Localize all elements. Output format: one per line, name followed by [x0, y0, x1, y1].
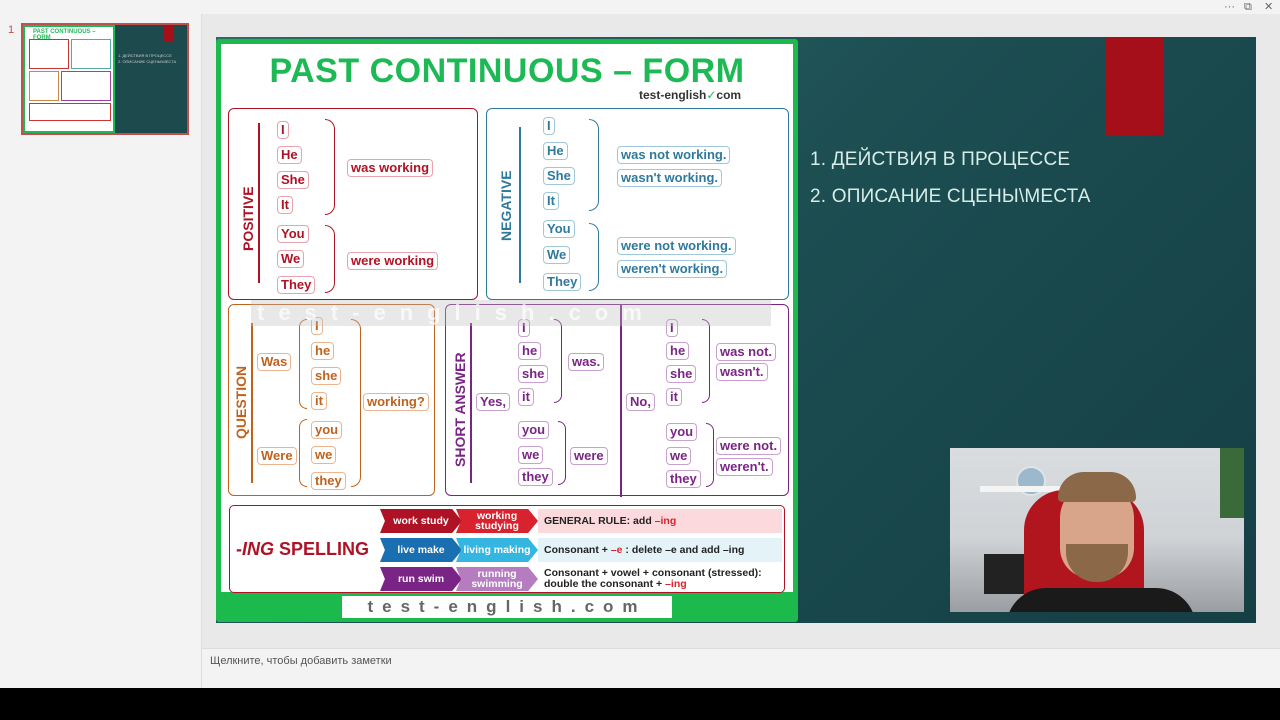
negative-panel: NEGATIVE I He She It was not working. wa…	[486, 108, 789, 300]
pronoun: They	[277, 276, 316, 294]
notes-placeholder[interactable]: Щелкните, чтобы добавить заметки	[210, 655, 392, 667]
spelling-rule: Consonant + –e : delete –e and add –ing	[538, 538, 782, 562]
pronoun: I	[518, 319, 530, 337]
poster-bottom-logo: test-english.com	[342, 596, 672, 618]
verb-form: was working	[347, 159, 434, 177]
short-yes: Yes,	[476, 393, 511, 411]
pronoun: We	[277, 250, 305, 268]
auxiliary: Was	[257, 353, 292, 371]
ing-spelling-title: -ING SPELLING	[236, 539, 370, 559]
question-panel: QUESTION Was I he she it Were you we the…	[228, 304, 435, 496]
grammar-poster-image[interactable]: PAST CONTINUOUS – FORM test-english✓com …	[216, 39, 798, 622]
verb-form: wasn't working.	[617, 169, 722, 187]
base-verbs: live make	[380, 538, 462, 562]
pronoun: She	[277, 171, 309, 189]
pronoun: he	[666, 342, 690, 360]
pronoun: They	[543, 273, 582, 291]
pronoun: they	[666, 470, 701, 488]
poster-title: PAST CONTINUOUS – FORM	[269, 52, 745, 90]
pronoun: he	[311, 342, 335, 360]
slide-thumbnail-1[interactable]: PAST CONTINUOUS – FORM 1. ДЕЙСТВИЯ В ПРО…	[21, 23, 189, 135]
short-no: No,	[626, 393, 655, 411]
short-form: was.	[568, 353, 605, 371]
pronoun: He	[277, 146, 302, 164]
pronoun: it	[666, 388, 682, 406]
slide-accent-bar	[1106, 37, 1164, 135]
spelling-rule: Consonant + vowel + consonant (stressed)…	[544, 567, 762, 590]
verb-form: were working	[347, 252, 439, 270]
pronoun: He	[543, 142, 568, 160]
base-verbs: work study	[380, 509, 462, 533]
taskbar-area	[0, 688, 1280, 720]
spelling-rule: GENERAL RULE: add –ing	[538, 509, 782, 533]
notes-pane[interactable]: Щелкните, чтобы добавить заметки	[202, 648, 1280, 688]
thumbnail-accent	[163, 25, 173, 41]
pronoun: She	[543, 167, 575, 185]
pronoun: I	[277, 121, 289, 139]
thumbnail-poster: PAST CONTINUOUS – FORM	[23, 25, 115, 133]
pronoun: we	[311, 446, 337, 464]
short-answer-panel: SHORT ANSWER Yes, I he she it was. you w…	[445, 304, 789, 497]
short-form: was not.	[716, 343, 777, 361]
short-form: were	[570, 447, 608, 465]
pronoun: they	[518, 468, 553, 486]
pronoun: you	[311, 421, 343, 439]
pronoun: I	[666, 319, 678, 337]
negative-label: NEGATIVE	[498, 170, 514, 241]
pronoun: It	[543, 192, 559, 210]
pronoun: I	[311, 317, 323, 335]
slide-thumbnails-pane: 1 PAST CONTINUOUS – FORM 1. ДЕЙСТВИЯ В П…	[0, 14, 202, 688]
pronoun: It	[277, 196, 293, 214]
positive-label: POSITIVE	[240, 186, 256, 251]
base-verbs: run swim	[380, 567, 462, 591]
close-window-icon[interactable]: ✕	[1264, 1, 1274, 13]
slide-point-1[interactable]: 1. ДЕЙСТВИЯ В ПРОЦЕССЕ	[810, 149, 1071, 170]
ing-spelling-panel: -ING SPELLING work study working studyin…	[229, 505, 785, 593]
positive-panel: POSITIVE I He She It was working You We …	[228, 108, 478, 300]
pronoun: she	[518, 365, 549, 383]
ing-forms: working studying	[456, 509, 538, 533]
slide-canvas[interactable]: 1. ДЕЙСТВИЯ В ПРОЦЕССЕ 2. ОПИСАНИЕ СЦЕНЫ…	[216, 37, 1256, 623]
verb-form: was not working.	[617, 146, 731, 164]
verb-form: were not working.	[617, 237, 736, 255]
pronoun: she	[311, 367, 342, 385]
short-form: weren't.	[716, 458, 773, 476]
pronoun: You	[543, 220, 575, 238]
pronoun: We	[543, 246, 571, 264]
pronoun: it	[311, 392, 327, 410]
ing-forms: living making	[456, 538, 538, 562]
pronoun: I	[543, 117, 555, 135]
short-form: were not.	[716, 437, 782, 455]
pronoun: You	[277, 225, 309, 243]
short-form: wasn't.	[716, 363, 768, 381]
poster-body: PAST CONTINUOUS – FORM test-english✓com …	[221, 44, 793, 593]
pronoun: we	[666, 447, 692, 465]
pronoun: he	[518, 342, 542, 360]
poster-site-logo: test-english✓com	[639, 88, 742, 102]
pronoun: you	[666, 423, 698, 441]
pronoun: we	[518, 446, 544, 464]
pronoun: they	[311, 472, 346, 490]
verb-form: weren't working.	[617, 260, 728, 278]
question-label: QUESTION	[233, 365, 249, 439]
restore-window-icon[interactable]: ⧉	[1244, 1, 1252, 13]
slide-point-2[interactable]: 2. ОПИСАНИЕ СЦЕНЫ\МЕСТА	[810, 186, 1091, 207]
pronoun: it	[518, 388, 534, 406]
verb-form: working?	[363, 393, 429, 411]
ing-forms: running swimming	[456, 567, 538, 591]
auxiliary: Were	[257, 447, 297, 465]
pronoun: you	[518, 421, 550, 439]
pronoun: she	[666, 365, 697, 383]
more-options-icon[interactable]: ···	[1224, 1, 1235, 13]
poster-watermark: test-english.com	[251, 300, 771, 326]
slide-number: 1	[8, 24, 15, 36]
short-answer-label: SHORT ANSWER	[452, 352, 468, 467]
webcam-video-overlay	[950, 448, 1244, 612]
thumbnail-title: PAST CONTINUOUS – FORM	[33, 29, 96, 41]
